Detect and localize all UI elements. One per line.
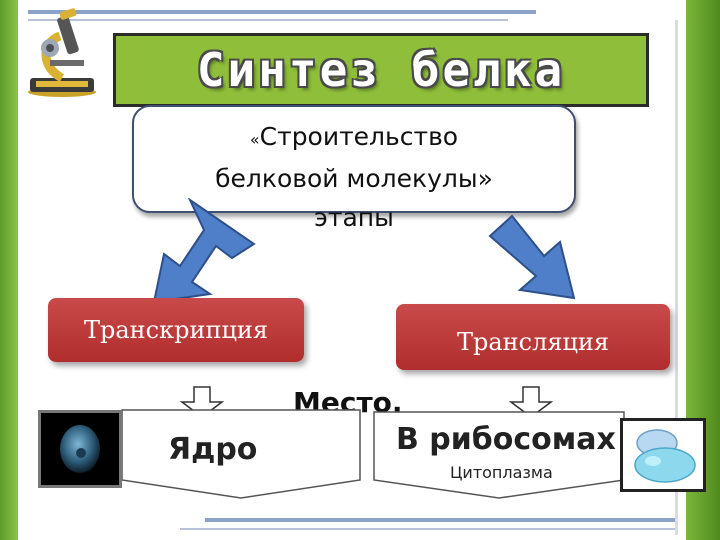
subtitle-line-3: этапы xyxy=(132,203,576,232)
location-ribosome-shape xyxy=(373,411,625,499)
microscope-icon xyxy=(28,8,96,97)
arrow-right-icon xyxy=(488,214,576,300)
ribosome-image xyxy=(620,418,706,492)
bottom-decor-line-thin xyxy=(180,528,675,530)
bottom-decor-line xyxy=(205,518,675,522)
arrow-left-icon xyxy=(152,198,256,304)
top-decor-line-thin xyxy=(28,19,508,21)
subtitle-line-1: «Строительство xyxy=(132,122,576,151)
stage-transcription: Транскрипция xyxy=(48,298,304,362)
subtitle-text-1: Строительство xyxy=(259,122,459,151)
down-arrow-right-icon xyxy=(509,386,553,418)
page-title: Синтез белка xyxy=(196,43,566,97)
quote-open: « xyxy=(249,130,260,149)
subtitle-box xyxy=(132,105,576,213)
quote-close: » xyxy=(477,164,493,193)
ribosome-icon xyxy=(634,429,696,483)
stage-translation: Трансляция xyxy=(396,304,670,370)
location-nucleus-label: Ядро xyxy=(168,432,258,467)
subtitle-text-2: белковой молекулы xyxy=(215,164,478,193)
nucleus-image xyxy=(38,410,122,488)
location-nucleus-shape xyxy=(121,409,361,499)
stage-transcription-label: Транскрипция xyxy=(83,316,269,344)
subtitle-line-2: белковой молекулы» xyxy=(132,164,576,193)
stage-translation-label: Трансляция xyxy=(456,328,610,356)
subtitle-text-3: этапы xyxy=(314,203,394,232)
left-decor-bar xyxy=(0,0,18,540)
top-decor-line xyxy=(28,10,536,14)
location-ribosome-sublabel: Цитоплазма xyxy=(450,463,553,482)
title-box: Синтез белка xyxy=(113,33,649,107)
right-decor-line xyxy=(675,20,678,535)
location-ribosome-label: В рибосомах xyxy=(396,422,616,457)
nucleus-icon xyxy=(60,425,100,473)
